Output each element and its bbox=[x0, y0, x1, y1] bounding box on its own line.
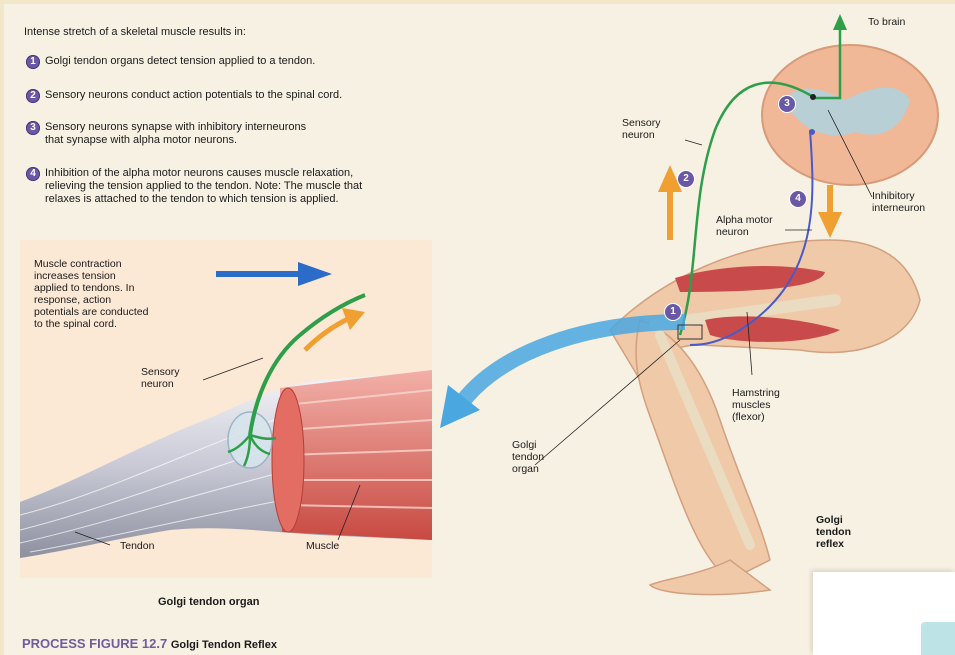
step-text: Golgi tendon organs detect tension appli… bbox=[45, 55, 315, 69]
inhibitory-interneuron-label: Inhibitory interneuron bbox=[872, 190, 925, 214]
golgi-tendon-organ-inset: Muscle contraction increases tension app… bbox=[20, 240, 432, 578]
overlay-chip bbox=[921, 622, 955, 655]
overlay-card bbox=[813, 572, 955, 655]
step-number: 3 bbox=[26, 121, 40, 135]
golgi-tendon-organ-label: Golgi tendon organ bbox=[512, 439, 544, 475]
step-number: 1 bbox=[26, 55, 40, 69]
step-text: Sensory neurons synapse with inhibitory … bbox=[45, 121, 306, 147]
step-1: 1 Golgi tendon organs detect tension app… bbox=[26, 55, 315, 69]
intro-text: Intense stretch of a skeletal muscle res… bbox=[24, 26, 246, 38]
badge-4: 4 bbox=[790, 191, 806, 207]
step-3: 3 Sensory neurons synapse with inhibitor… bbox=[26, 121, 306, 147]
badge-1: 1 bbox=[665, 304, 681, 320]
signal-arrow bbox=[305, 318, 350, 350]
step-text: Sensory neurons conduct action potential… bbox=[45, 89, 342, 103]
sensory-neuron-label: Sensory neuron bbox=[622, 117, 661, 141]
alpha-motor-neuron-label: Alpha motor neuron bbox=[716, 214, 773, 238]
badge-3: 3 bbox=[779, 96, 795, 112]
inset-sensory-neuron-label: Sensory neuron bbox=[141, 366, 180, 390]
hamstring-label: Hamstring muscles (flexor) bbox=[732, 387, 780, 423]
interneuron-dot bbox=[809, 129, 815, 135]
to-brain-label: To brain bbox=[868, 16, 905, 28]
badge-2: 2 bbox=[678, 171, 694, 187]
reflex-illustration bbox=[440, 0, 955, 600]
figure-caption: PROCESS FIGURE 12.7 Golgi Tendon Reflex bbox=[22, 636, 277, 651]
step-4: 4 Inhibition of the alpha motor neurons … bbox=[26, 167, 362, 206]
muscle-label: Muscle bbox=[306, 540, 339, 552]
tendon-label: Tendon bbox=[120, 540, 154, 552]
step-text: Inhibition of the alpha motor neurons ca… bbox=[45, 167, 362, 206]
step-number: 4 bbox=[26, 167, 40, 181]
inset-caption: Golgi tendon organ bbox=[158, 596, 259, 608]
step-number: 2 bbox=[26, 89, 40, 103]
synapse-dot bbox=[810, 94, 816, 100]
step-2: 2 Sensory neurons conduct action potenti… bbox=[26, 89, 342, 103]
contraction-note: Muscle contraction increases tension app… bbox=[34, 258, 148, 330]
figure-title: Golgi Tendon Reflex bbox=[171, 639, 277, 651]
reflex-title: Golgi tendon reflex bbox=[816, 514, 851, 550]
muscle-cross-section bbox=[272, 388, 304, 532]
figure-label: PROCESS FIGURE 12.7 bbox=[22, 636, 167, 651]
